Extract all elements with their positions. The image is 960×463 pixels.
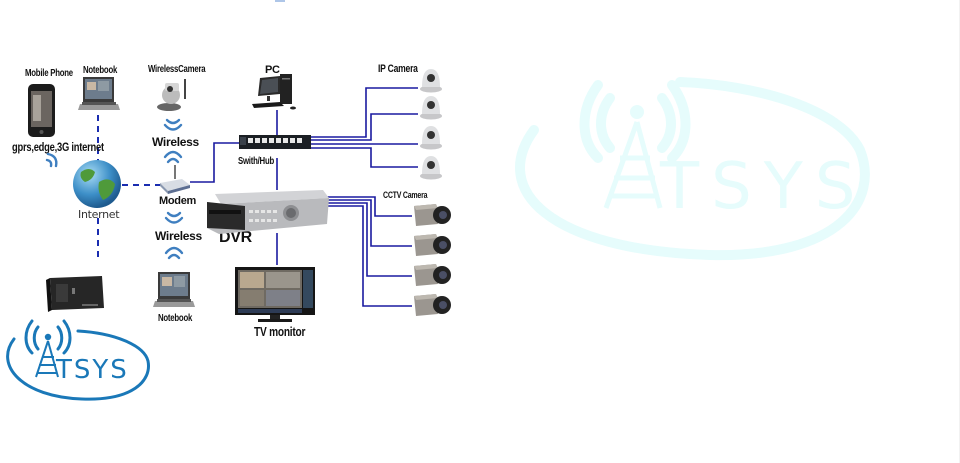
logo-text: TSYS bbox=[55, 355, 129, 385]
link-dvr-cctv-4 bbox=[325, 205, 412, 307]
notebook-bottom-icon bbox=[153, 272, 195, 307]
wireless-up-wave-lower-icon bbox=[164, 246, 184, 260]
wireless-upper-label: Wireless bbox=[152, 135, 199, 149]
mobile-phone-label: Mobile Phone bbox=[25, 68, 73, 79]
ip-camera-icon-3 bbox=[420, 126, 442, 150]
cctv-camera-icon-4 bbox=[414, 294, 451, 316]
top-edge-mark bbox=[275, 0, 285, 2]
pc-icon bbox=[252, 74, 296, 110]
tv-monitor-icon bbox=[235, 267, 315, 322]
wireless-wave-icon bbox=[45, 152, 58, 168]
modem-label: Modem bbox=[159, 195, 197, 207]
cctv-camera-icon-2 bbox=[414, 234, 451, 256]
internet-globe-icon bbox=[73, 160, 121, 208]
mobile-phone-icon bbox=[28, 84, 55, 137]
wireless-lower-label: Wireless bbox=[155, 229, 202, 243]
switch-hub-icon bbox=[239, 135, 311, 149]
watermark-antenna-dot bbox=[630, 105, 644, 119]
pc-label: PC bbox=[265, 64, 280, 76]
notebook-top-label: Notebook bbox=[83, 65, 118, 76]
link-dvr-cctv-2 bbox=[325, 199, 412, 247]
internet-label: Internet bbox=[78, 208, 120, 221]
watermark-logo: TSYS bbox=[515, 77, 870, 261]
ip-camera-icon-4 bbox=[420, 156, 442, 180]
link-switch-ipcam-1 bbox=[310, 87, 418, 138]
ip-camera-icon-2 bbox=[420, 96, 442, 120]
dvr-label: DVR bbox=[219, 229, 252, 246]
link-modem-switch bbox=[190, 142, 240, 183]
notebook-top-icon bbox=[78, 77, 120, 110]
notebook-bottom-label: Notebook bbox=[158, 313, 193, 324]
link-switch-ipcam-4 bbox=[310, 147, 418, 168]
tv-monitor-label: TV monitor bbox=[254, 324, 306, 339]
ip-camera-label: IP Camera bbox=[378, 63, 418, 75]
cctv-camera-icon-3 bbox=[414, 264, 451, 286]
link-switch-ipcam-2 bbox=[310, 113, 418, 141]
modem-icon bbox=[160, 165, 190, 194]
dvr-icon bbox=[207, 190, 329, 234]
wireless-down-wave-lower-icon bbox=[164, 211, 184, 224]
wireless-camera-icon bbox=[157, 79, 186, 111]
switch-hub-label: Swith/Hub bbox=[238, 156, 275, 167]
mobile-caption-label: gprs,edge,3G internet bbox=[12, 140, 104, 154]
cctv-camera-label: CCTV Camera bbox=[383, 190, 428, 200]
ip-camera-icon-1 bbox=[420, 69, 442, 93]
watermark-text: TSYS bbox=[659, 150, 867, 224]
link-dvr-cctv-3 bbox=[325, 202, 412, 277]
cctv-camera-icon-1 bbox=[414, 204, 451, 226]
wireless-up-wave-icon bbox=[163, 150, 183, 164]
company-logo: TSYS bbox=[6, 319, 150, 401]
rack-server-icon bbox=[46, 276, 104, 312]
wireless-down-wave-icon bbox=[163, 118, 183, 131]
logo-antenna-dot bbox=[44, 333, 52, 341]
link-dvr-cctv-1 bbox=[325, 196, 412, 217]
wireless-camera-label: WirelessCamera bbox=[148, 64, 206, 75]
